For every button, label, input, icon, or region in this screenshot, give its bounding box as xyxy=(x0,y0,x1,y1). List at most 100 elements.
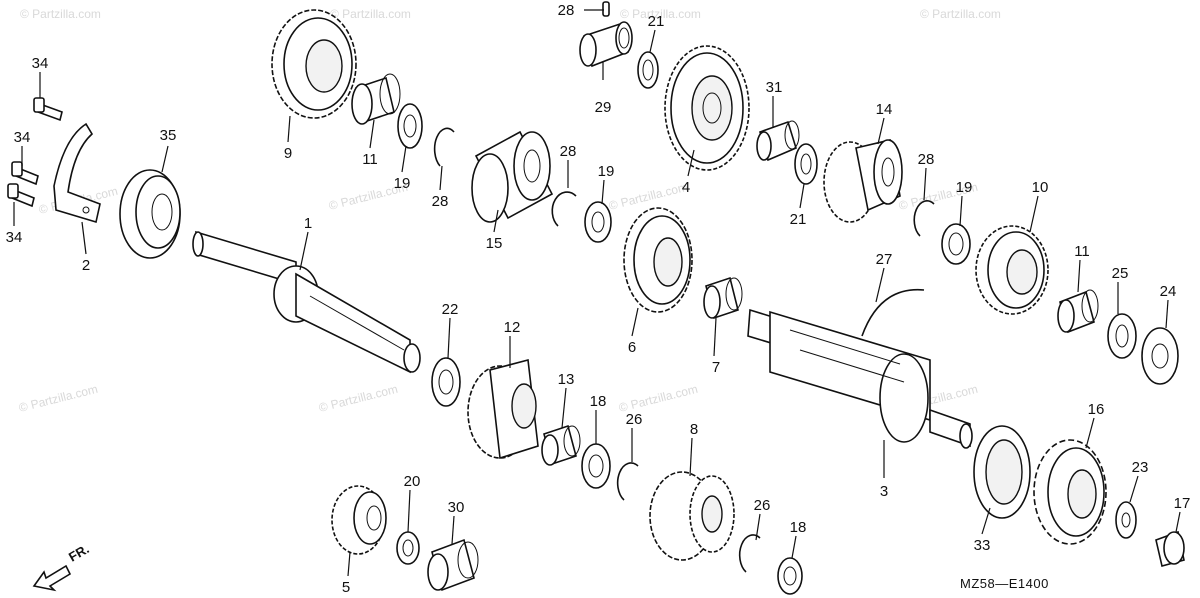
callout-26[interactable]: 26 xyxy=(754,497,771,514)
callout-21[interactable]: 21 xyxy=(790,211,807,228)
callout-5[interactable]: 5 xyxy=(342,579,350,596)
part-3-countershaft[interactable] xyxy=(747,308,973,449)
callout-11[interactable]: 11 xyxy=(1074,243,1090,260)
part-11-bearing[interactable] xyxy=(1057,289,1099,334)
part-26-circlip[interactable] xyxy=(738,534,761,573)
callout-18[interactable]: 18 xyxy=(790,519,807,536)
callout-8[interactable]: 8 xyxy=(690,421,698,438)
part-11-bearing[interactable] xyxy=(351,73,401,125)
callout-19[interactable]: 19 xyxy=(394,175,411,192)
callout-24[interactable]: 24 xyxy=(1160,283,1177,300)
callout-34[interactable]: 34 xyxy=(14,129,31,146)
callout-22[interactable]: 22 xyxy=(442,301,459,318)
callout-14[interactable]: 14 xyxy=(876,101,893,118)
part-6-gear[interactable] xyxy=(623,207,693,313)
part-1-mainshaft[interactable] xyxy=(192,230,421,374)
callout-28[interactable]: 28 xyxy=(560,143,577,160)
callout-31[interactable]: 31 xyxy=(766,79,783,96)
part-29-bearing[interactable] xyxy=(427,538,479,592)
part-28-circlip[interactable] xyxy=(913,200,935,237)
callout-35[interactable]: 35 xyxy=(160,127,177,144)
part-21-washer[interactable] xyxy=(794,143,818,185)
part-26-circlip[interactable] xyxy=(616,462,639,501)
callout-4[interactable]: 4 xyxy=(682,179,690,196)
callout-9[interactable]: 9 xyxy=(284,145,292,162)
part-34-bolt[interactable] xyxy=(33,97,63,122)
callout-34[interactable]: 34 xyxy=(32,55,49,72)
part-13-bushing[interactable] xyxy=(541,424,581,466)
part-16-drive-sprocket[interactable] xyxy=(1033,439,1107,545)
callout-30[interactable]: 29 xyxy=(595,99,612,116)
watermark-text: © Partzilla.com xyxy=(617,382,699,415)
part-32-seal[interactable] xyxy=(973,425,1031,519)
part-9-gear[interactable] xyxy=(271,9,357,119)
part-35-bearing[interactable] xyxy=(119,169,181,259)
callout-34[interactable]: 34 xyxy=(6,229,23,246)
front-direction-label: FR. xyxy=(66,541,92,564)
part-19-splined-washer[interactable] xyxy=(941,223,971,265)
callout-15[interactable]: 15 xyxy=(486,235,503,252)
callout-6[interactable]: 6 xyxy=(628,339,636,356)
callout-10[interactable]: 10 xyxy=(1032,179,1049,196)
part-22-washer[interactable] xyxy=(431,357,461,407)
part-21-washer[interactable] xyxy=(637,51,659,89)
part-19-splined-washer[interactable] xyxy=(584,201,612,243)
callout-13[interactable]: 13 xyxy=(558,371,575,388)
callout-7[interactable]: 7 xyxy=(712,359,720,376)
callout-18[interactable]: 18 xyxy=(590,393,607,410)
callout-23[interactable]: 23 xyxy=(1132,459,1149,476)
callout-17[interactable]: 17 xyxy=(1174,495,1191,512)
watermark-text: © Partzilla.com xyxy=(607,180,689,213)
part-18-splined-washer[interactable] xyxy=(581,443,611,489)
callout-27[interactable]: 27 xyxy=(876,251,893,268)
part-19-splined-washer[interactable] xyxy=(397,103,423,149)
part-18-splined-washer[interactable] xyxy=(777,557,803,595)
part-28-circlip[interactable] xyxy=(551,191,577,227)
part-2-set-plate[interactable] xyxy=(53,122,101,224)
callout-2[interactable]: 2 xyxy=(82,257,90,274)
part-10-gear[interactable] xyxy=(975,225,1049,315)
callout-28[interactable]: 28 xyxy=(918,151,935,168)
callout-19[interactable]: 19 xyxy=(598,163,615,180)
callout-29[interactable]: 30 xyxy=(448,499,465,516)
part-31-needle-bearing[interactable] xyxy=(756,120,800,162)
callout-25[interactable]: 25 xyxy=(1112,265,1129,282)
part-12-gear[interactable] xyxy=(467,358,539,460)
part-34-bolt[interactable] xyxy=(11,161,39,186)
watermark-text: © Partzilla.com xyxy=(317,382,399,415)
callout-33[interactable]: 28 xyxy=(558,2,575,19)
front-direction-arrow: FR. xyxy=(32,541,92,592)
part-27-set-ring[interactable] xyxy=(861,288,925,337)
callout-11[interactable]: 11 xyxy=(362,151,378,168)
part-17-bolt[interactable] xyxy=(1155,530,1185,567)
callout-19[interactable]: 19 xyxy=(956,179,973,196)
callout-16[interactable]: 16 xyxy=(1088,401,1105,418)
part-8-gear[interactable] xyxy=(649,471,735,561)
callout-26[interactable]: 26 xyxy=(626,411,643,428)
part-23-washer[interactable] xyxy=(1115,501,1137,539)
part-20-washer[interactable] xyxy=(396,531,420,565)
callout-28[interactable]: 28 xyxy=(432,193,449,210)
callout-21[interactable]: 21 xyxy=(648,13,665,30)
callout-3[interactable]: 3 xyxy=(880,483,888,500)
part-4-gear[interactable] xyxy=(664,45,750,171)
callout-12[interactable]: 12 xyxy=(504,319,521,336)
callout-labels: 28 29 21 4 31 21 14 28 19 10 11 25 24 27… xyxy=(6,2,1191,596)
part-34-bolt[interactable] xyxy=(7,183,35,208)
watermark-text: © Partzilla.com xyxy=(20,7,101,21)
part-15-gear-hub[interactable] xyxy=(471,130,554,223)
part-5-gear[interactable] xyxy=(331,485,387,555)
part-14-gear[interactable] xyxy=(823,139,903,223)
part-7-bushing[interactable] xyxy=(703,276,743,320)
callout-1[interactable]: 1 xyxy=(304,215,312,232)
part-25-lock-washer[interactable] xyxy=(1107,313,1137,359)
callout-32[interactable]: 33 xyxy=(974,537,991,554)
callout-20[interactable]: 20 xyxy=(404,473,421,490)
part-33-pin[interactable] xyxy=(602,1,610,17)
part-30-bearing[interactable] xyxy=(579,21,633,68)
part-24-lock-washer[interactable] xyxy=(1141,327,1179,385)
diagram-code: MZ58—E1400 xyxy=(960,576,1049,591)
part-28-circlip[interactable] xyxy=(433,127,455,167)
